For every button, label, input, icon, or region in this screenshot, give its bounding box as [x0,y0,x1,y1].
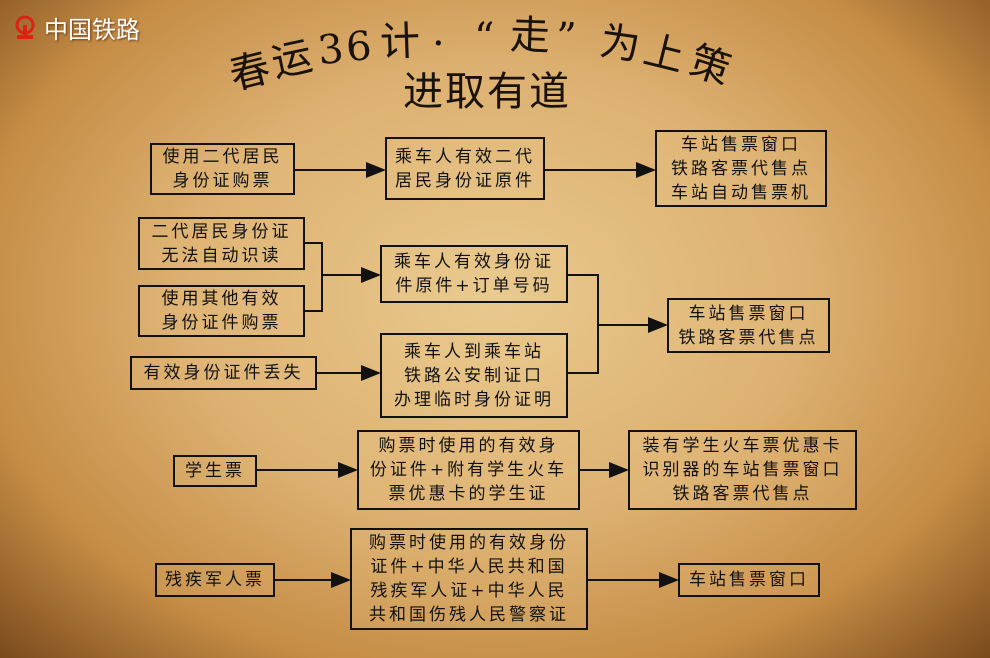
box-line: 身份证件购票 [161,313,282,333]
box-ticket-outlets-2: 车站售票窗口铁路客票代售点 [667,298,830,353]
box-other-id-purchase: 使用其他有效身份证件购票 [138,285,305,337]
box-line: 车站售票窗口 [689,570,809,590]
box-line: 车站自动售票机 [671,182,811,203]
box-line: 铁路公安制证口 [404,365,544,386]
box-line: 残疾军人证+中华人民 [370,581,568,601]
box-line: 使用二代居民 [162,147,283,167]
box-student-ticket-outlets: 装有学生火车票优惠卡识别器的车站售票窗口铁路客票代售点 [628,430,857,510]
box-line: 身份证购票 [172,171,273,191]
box-line: 装有学生火车票优惠卡 [642,436,843,456]
box-second-gen-id-purchase: 使用二代居民身份证购票 [150,143,295,195]
box-line: 有效身份证件丢失 [143,363,304,383]
box-line: 识别器的车站售票窗口 [642,460,843,480]
box-id-unreadable: 二代居民身份证无法自动识读 [138,217,305,270]
box-original-second-gen-id: 乘车人有效二代居民身份证原件 [385,137,545,200]
box-ticket-outlets-1: 车站售票窗口铁路客票代售点车站自动售票机 [655,130,827,207]
box-disabled-soldier-documents: 购票时使用的有效身份证件+中华人民共和国残疾军人证+中华人民共和国伤残人民警察证 [350,528,588,630]
box-line: 车站售票窗口 [681,134,801,155]
logo-text: 中国铁路 [44,16,140,44]
box-line: 二代居民身份证 [151,221,292,242]
title-char: · [432,21,445,67]
box-line: 证件+中华人民共和国 [370,557,568,577]
bracket-b [305,242,379,312]
box-line: 无法自动识读 [161,245,282,266]
box-disabled-soldier-ticket: 残疾军人票 [155,563,275,597]
box-line: 残疾军人票 [165,570,265,590]
box-line: 居民身份证原件 [395,170,535,191]
box-line: 铁路客票代售点 [672,484,813,504]
box-line: 车站售票窗口 [688,303,809,324]
bracket-c [568,274,666,374]
box-line: 共和国伤残人民警察证 [369,605,569,625]
box-student-ticket: 学生票 [173,455,257,487]
box-line: 办理临时身份证明 [394,389,554,410]
box-student-documents: 购票时使用的有效身份证件+附有学生火车票优惠卡的学生证 [357,430,580,510]
box-line: 铁路客票代售点 [671,158,811,179]
box-line: 学生票 [185,461,245,481]
box-line: 乘车人有效身份证 [394,252,554,272]
box-line: 购票时使用的有效身 [378,436,559,456]
china-railway-logo: 中国铁路 [14,10,140,45]
box-line: 票优惠卡的学生证 [388,484,549,504]
diagram-subtitle: 进取有道 [403,69,571,115]
box-id-plus-order-number: 乘车人有效身份证件原件+订单号码 [380,245,568,303]
box-line: 使用其他有效 [161,289,282,309]
box-line: 购票时使用的有效身份 [369,533,569,553]
box-temporary-id-certificate: 乘车人到乘车站铁路公安制证口办理临时身份证明 [380,333,568,418]
box-id-lost: 有效身份证件丢失 [130,356,317,390]
title-char: “ [474,15,495,61]
box-line: 份证件+附有学生火车 [369,460,568,480]
box-line: 乘车人到乘车站 [404,341,544,362]
box-line: 铁路客票代售点 [678,327,819,348]
box-line: 乘车人有效二代 [395,146,535,167]
box-ticket-window: 车站售票窗口 [678,563,820,597]
box-line: 件原件+订单号码 [395,276,553,296]
railway-emblem-icon [15,15,35,39]
